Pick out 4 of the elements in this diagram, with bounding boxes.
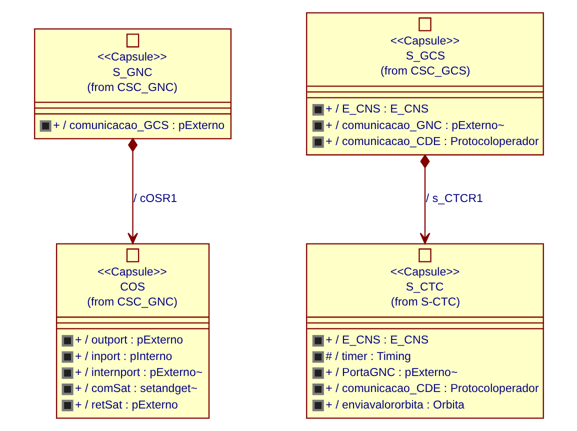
edge-label: / cOSR1 — [133, 193, 177, 206]
arrow — [127, 138, 138, 244]
arrow — [419, 154, 430, 244]
edge-label: / s_CTCR1 — [425, 193, 482, 206]
